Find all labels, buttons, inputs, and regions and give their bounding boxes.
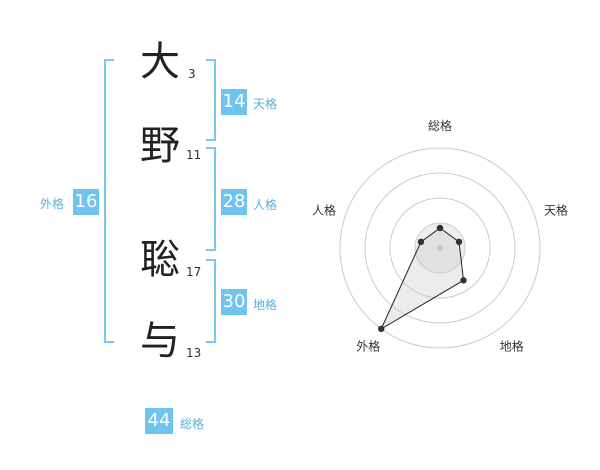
radar-axis-label-4: 人格	[312, 202, 336, 217]
chikaku-bracket	[206, 259, 216, 343]
jinkaku-bracket	[206, 147, 216, 251]
radar-axis-label-3: 外格	[356, 339, 380, 354]
name-char-4: 与	[140, 318, 180, 364]
gaikaku-label: 外格	[40, 197, 65, 211]
radar-grid	[339, 147, 541, 349]
radar-point-0	[436, 224, 444, 232]
jinkaku-value: 28	[221, 189, 247, 215]
tenkaku-bracket	[206, 59, 216, 141]
tenkaku-label: 天格	[253, 97, 278, 111]
radar-axis-label-1: 天格	[544, 202, 568, 217]
jinkaku-label: 人格	[253, 198, 278, 212]
chikaku-label: 地格	[253, 298, 278, 312]
radar-center	[437, 245, 443, 251]
radar-point-2	[460, 277, 467, 284]
radar-axis-label-2: 地格	[500, 339, 524, 354]
stroke-count-1: 3	[188, 67, 196, 81]
tenkaku-value: 14	[221, 89, 247, 115]
name-char-1: 大	[140, 39, 180, 85]
radar-series-polygon	[380, 227, 465, 331]
radar-point-4	[417, 238, 425, 246]
name-char-3: 聡	[140, 237, 180, 283]
chikaku-value: 30	[221, 289, 247, 315]
soukaku-value: 44	[145, 408, 173, 434]
stroke-count-2: 11	[186, 148, 202, 162]
soukaku-label: 総格	[180, 417, 205, 431]
gaikaku-value: 16	[73, 189, 99, 215]
radar-point-3	[378, 325, 385, 333]
radar-point-1	[455, 238, 463, 246]
stroke-count-4: 13	[186, 346, 202, 360]
stroke-count-3: 17	[186, 265, 202, 279]
gaikaku-bracket	[104, 59, 114, 343]
radar-axis-label-0: 総格	[428, 118, 452, 133]
name-char-2: 野	[140, 123, 180, 169]
radar-data	[378, 224, 467, 333]
